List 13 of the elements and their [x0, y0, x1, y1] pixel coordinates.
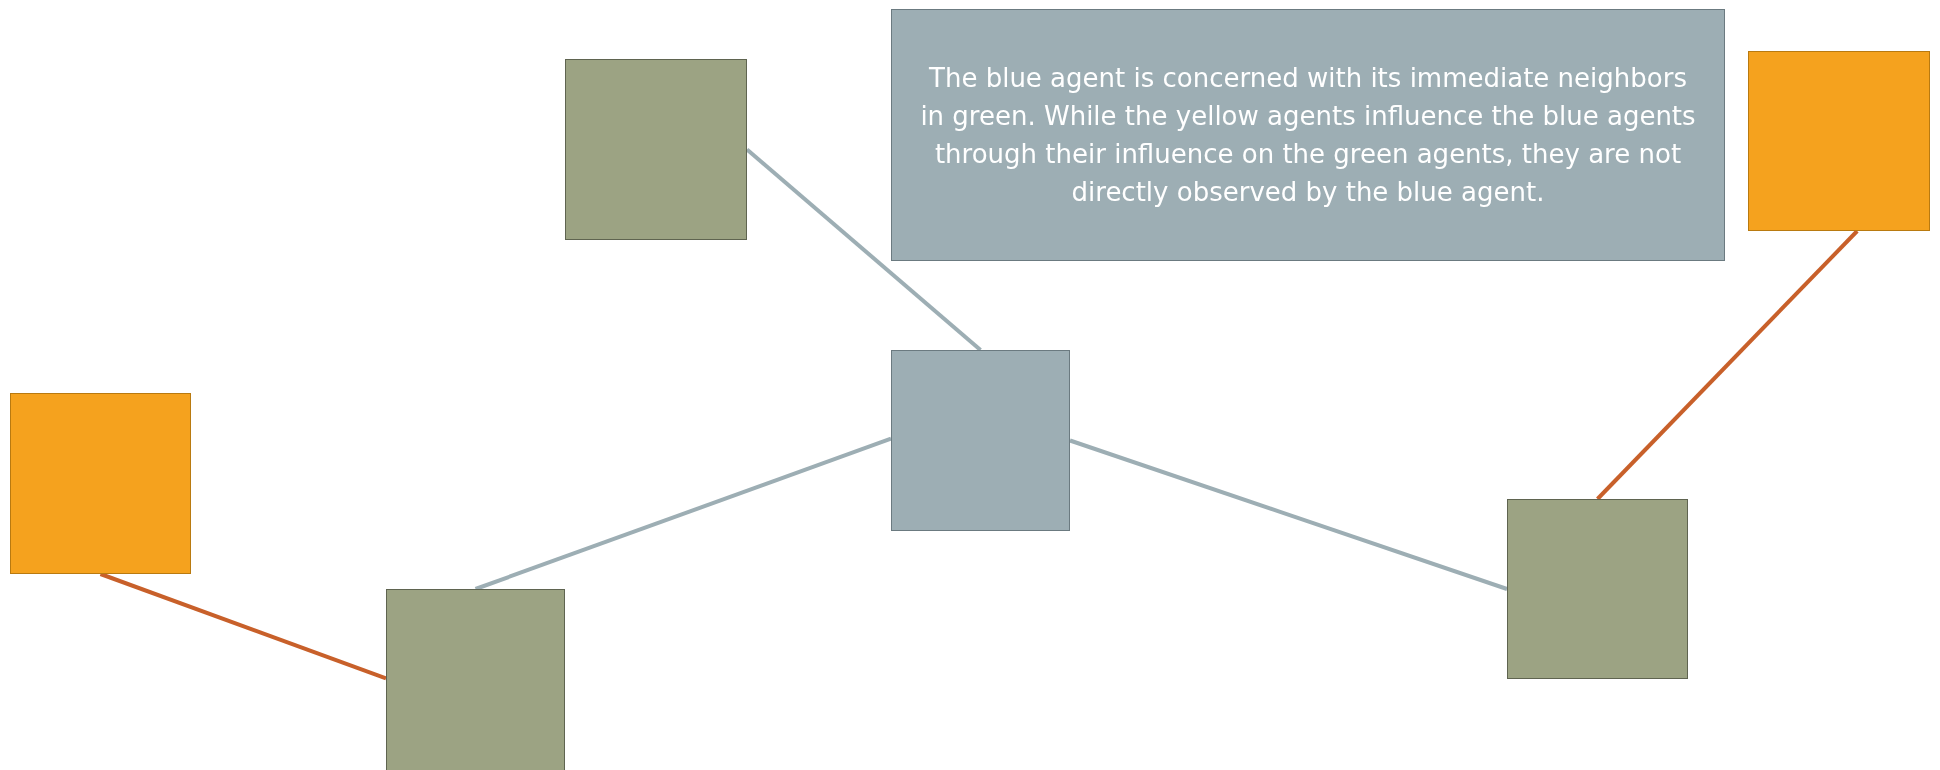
connector-line	[1596, 229, 1859, 501]
agent-box	[891, 350, 1070, 531]
text-box	[891, 9, 1725, 261]
connector-line	[99, 572, 387, 681]
agent-box	[10, 393, 191, 574]
agent-box	[565, 59, 747, 240]
agent-box	[1748, 51, 1930, 231]
connector-line	[474, 436, 892, 591]
note-text: The blue agent is concerned with its immediate neighbors in green. While the yellow agents influence the blue agents through their influence on the green agents, they are not directly observed by the blue agent.	[919, 62, 1697, 209]
connector-line	[745, 148, 982, 352]
connector-line	[1069, 438, 1508, 591]
agent-box	[1507, 499, 1688, 679]
agent-box	[386, 589, 565, 770]
